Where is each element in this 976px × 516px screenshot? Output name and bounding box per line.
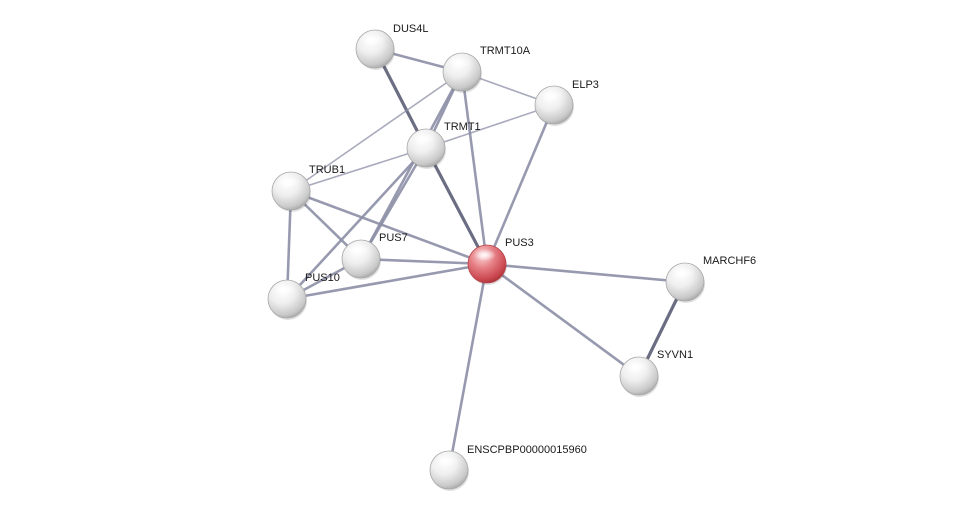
edge-pus3-syvn1[interactable] [485,262,641,378]
node-elp3[interactable]: ELP3 [534,79,599,126]
node-highlight [274,284,296,296]
node-label-trub1: TRUB1 [309,164,345,176]
node-highlight [413,133,435,145]
edge-pus7-pus3[interactable] [359,257,489,266]
edge-pus3-marchf6[interactable] [485,262,687,284]
node-syvn1[interactable]: SYVN1 [619,349,693,397]
edge-trmt10a-pus3[interactable] [460,70,489,266]
edge-trub1-pus3[interactable] [289,189,489,266]
node-highlight [541,90,563,102]
node-label-pus7: PUS7 [379,232,408,244]
edge-trmt1-trub1[interactable] [290,147,427,192]
edge-elp3-trmt1[interactable] [425,104,555,149]
edge-trmt1-pus3[interactable] [424,146,489,266]
node-dus4l[interactable]: DUS4L [355,23,428,70]
node-highlight [474,249,496,261]
edge-elp3-pus3[interactable] [485,103,556,266]
node-marchf6[interactable]: MARCHF6 [665,255,756,303]
node-label-pus10: PUS10 [305,272,340,284]
node-trmt10a[interactable]: TRMT10A [442,45,531,93]
node-label-marchf6: MARCHF6 [703,255,756,267]
node-pus3[interactable]: PUS3 [467,237,534,285]
node-highlight [626,361,648,373]
edge-pus3-enscpbp00000015960[interactable] [447,262,489,472]
edge-trmt10a-trub1[interactable] [290,71,463,192]
node-label-dus4l: DUS4L [393,23,428,35]
node-pus10[interactable]: PUS10 [267,272,340,320]
edge-trmt1-pus10[interactable] [285,146,428,301]
edge-trmt1-pus7[interactable] [359,146,428,261]
node-label-trmt10a: TRMT10A [480,45,531,57]
node-pus7[interactable]: PUS7 [341,232,408,280]
node-trub1[interactable]: TRUB1 [271,164,345,212]
node-trmt1[interactable]: TRMT1 [406,121,481,169]
node-highlight [278,176,300,188]
node-label-elp3: ELP3 [572,79,599,91]
node-label-pus3: PUS3 [505,237,534,249]
node-label-syvn1: SYVN1 [657,349,693,361]
node-highlight [362,34,384,46]
node-label-enscpbp00000015960: ENSCPBP00000015960 [467,444,587,456]
node-highlight [672,267,694,279]
node-label-trmt1: TRMT1 [444,121,481,133]
node-highlight [449,57,471,69]
node-enscpbp00000015960[interactable]: ENSCPBP00000015960 [429,444,587,491]
node-highlight [436,455,458,467]
node-highlight [348,244,370,256]
edge-pus10-pus3[interactable] [285,262,489,301]
